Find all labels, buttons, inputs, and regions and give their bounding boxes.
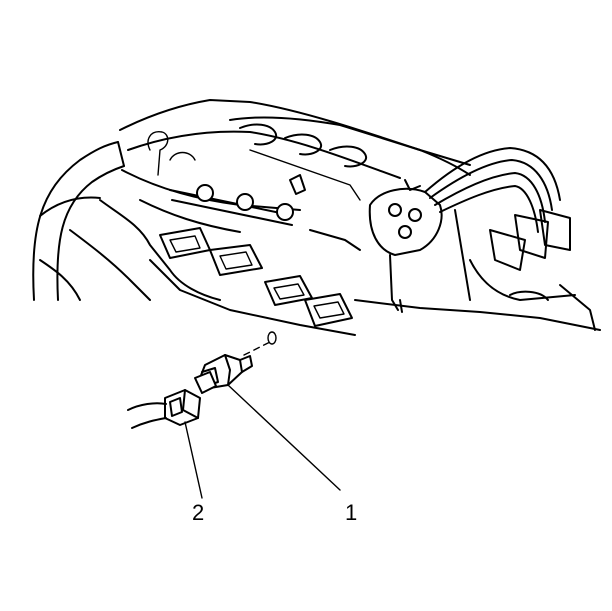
coolant-temperature-sensor [194, 354, 253, 394]
callout-2-label: 2 [192, 500, 204, 525]
spark-plug-wires [424, 147, 596, 331]
valve-cover [229, 116, 471, 201]
sensor-connector [127, 389, 201, 429]
exhaust-ports [149, 227, 356, 336]
coolant-hose [32, 141, 125, 301]
fuel-rail [169, 174, 361, 251]
engine-block-edge [354, 299, 601, 331]
install-path-dashed [243, 331, 277, 356]
distributor [368, 179, 443, 311]
callout-1-label: 1 [345, 500, 357, 525]
leader-lines [184, 384, 341, 499]
